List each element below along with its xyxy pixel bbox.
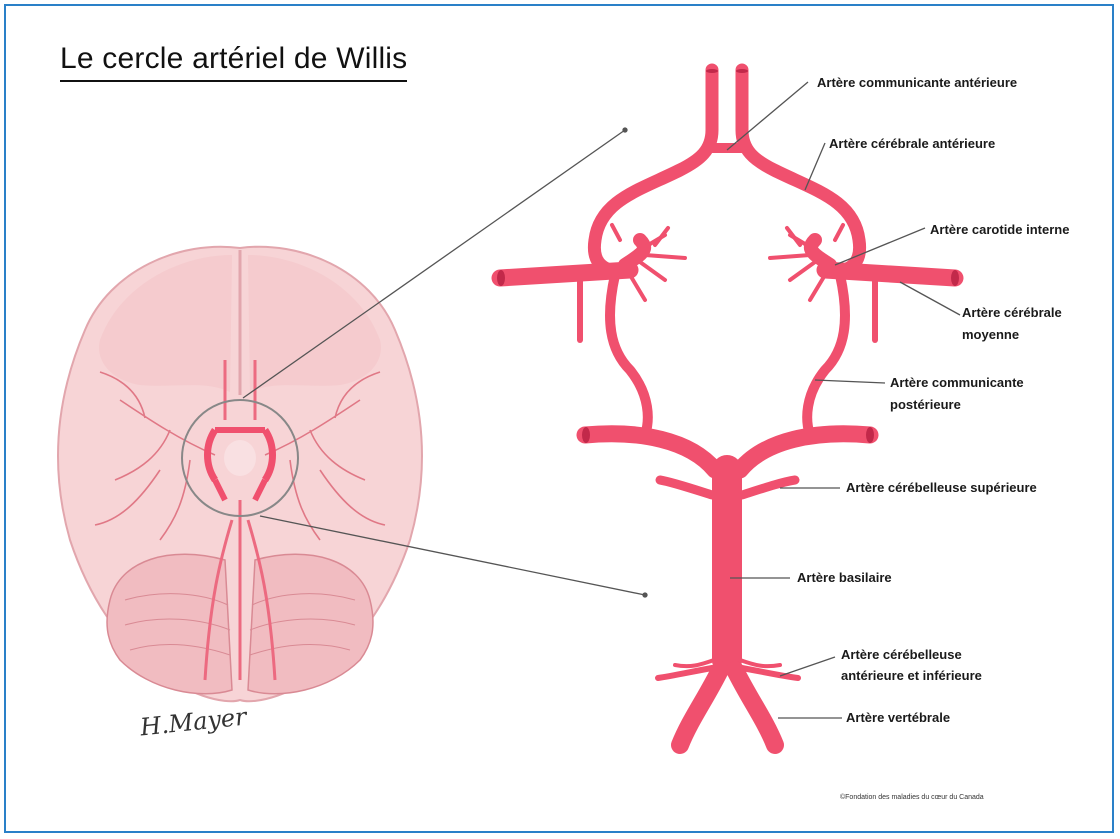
label-aica-2: antérieure et inférieure — [841, 666, 982, 686]
label-mca-2: moyenne — [962, 325, 1019, 345]
willis-diagram — [500, 70, 955, 745]
label-aica-1: Artère cérébelleuse — [841, 645, 962, 665]
label-acom: Artère communicante antérieure — [817, 73, 1017, 93]
label-pcom-2: postérieure — [890, 395, 961, 415]
label-vertebral: Artère vertébrale — [846, 708, 950, 728]
label-basilar: Artère basilaire — [797, 568, 892, 588]
label-pcom-1: Artère communicante — [890, 373, 1024, 393]
brain-illustration — [58, 247, 422, 702]
label-sca: Artère cérébelleuse supérieure — [846, 478, 1037, 498]
credit-text: ©Fondation des maladies du cœur du Canad… — [840, 794, 984, 801]
label-ica: Artère carotide interne — [930, 220, 1069, 240]
label-aca: Artère cérébrale antérieure — [829, 134, 995, 154]
label-mca-1: Artère cérébrale — [962, 303, 1062, 323]
